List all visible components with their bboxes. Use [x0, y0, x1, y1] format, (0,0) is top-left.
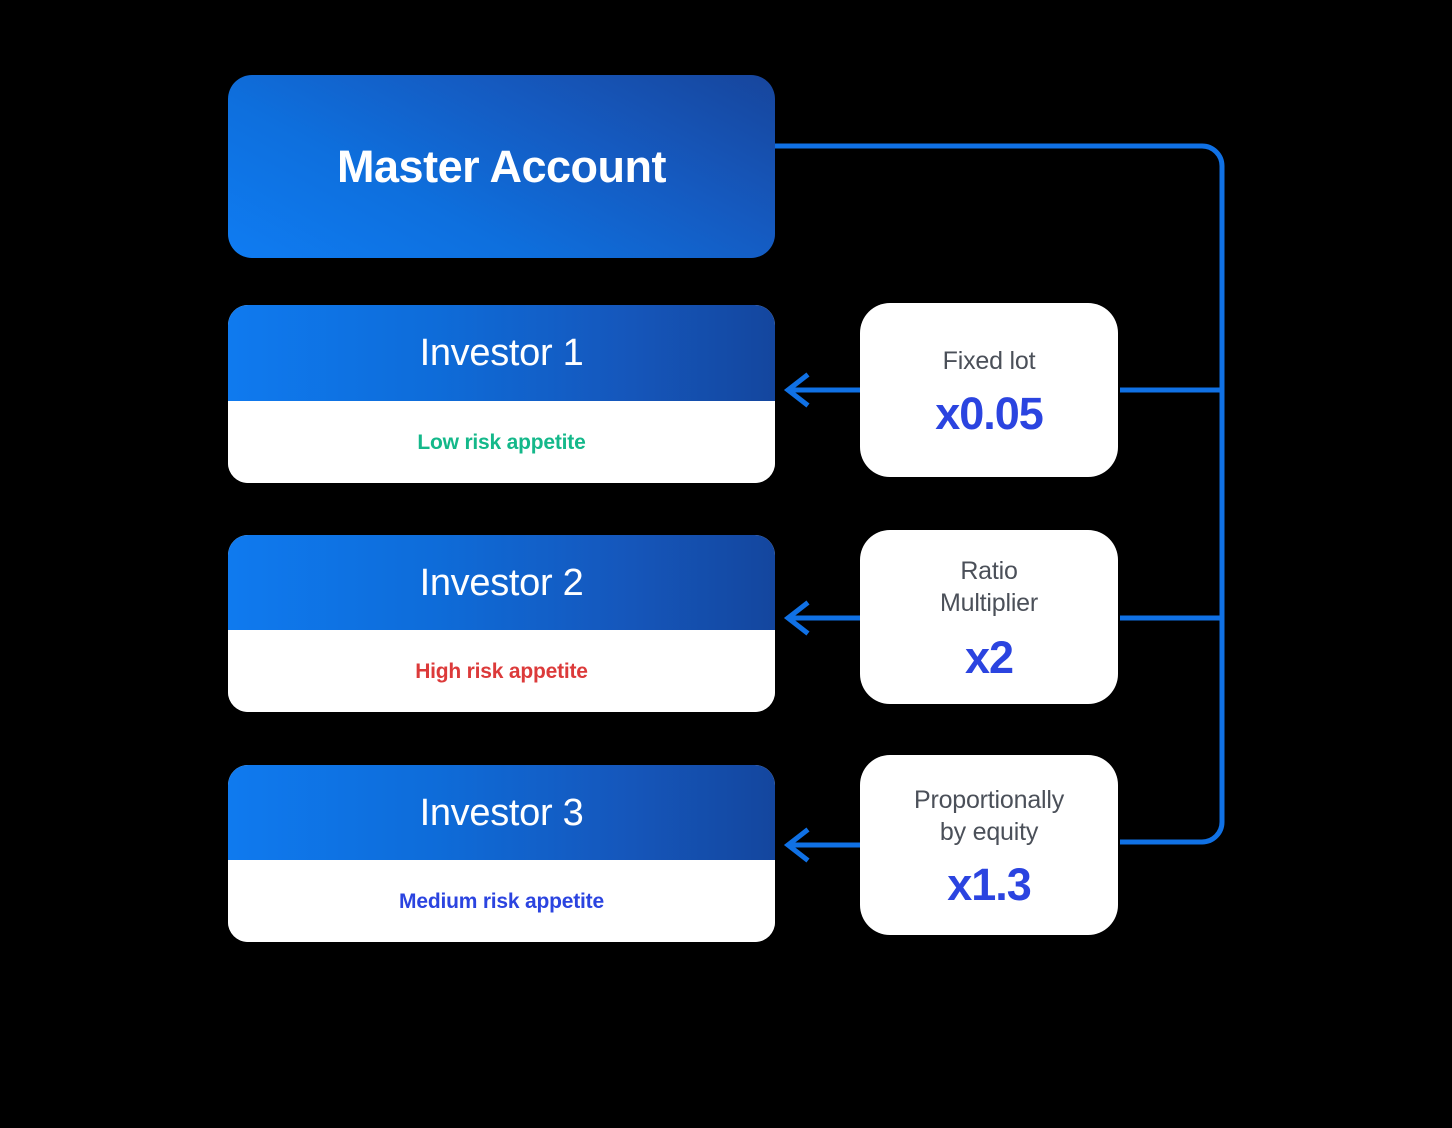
- connector-trunk: [775, 143, 1225, 845]
- investor-card-1-risk-label: Low risk appetite: [417, 430, 586, 454]
- investor-card-2-name: Investor 2: [419, 561, 584, 604]
- rule-badge-ratio-multiplier-label: Ratio Multiplier: [940, 555, 1038, 619]
- investor-card-1-name: Investor 1: [419, 332, 584, 374]
- rule-badge-fixed-lot-value: x0.05: [935, 387, 1044, 439]
- rule-badge-ratio-multiplier-label-line1: Ratio: [960, 556, 1018, 585]
- investor-card-3-header: Investor 3: [228, 765, 775, 860]
- master-account-label: Master Account: [337, 141, 666, 192]
- investor-card-2-body: High risk appetite: [228, 630, 775, 712]
- rule-badge-ratio-multiplier-value: x2: [964, 631, 1014, 683]
- investor-card-2[interactable]: Investor 2 High risk appetite: [228, 535, 775, 712]
- investor-card-2-header: Investor 2: [228, 535, 775, 630]
- investor-card-3[interactable]: Investor 3 Medium risk appetite: [228, 765, 775, 942]
- connector-arrow-investor-1: [783, 372, 861, 408]
- investor-card-1-body: Low risk appetite: [228, 401, 775, 483]
- rule-badge-ratio-multiplier-label-line2: Multiplier: [939, 588, 1039, 617]
- rule-badge-proportional-equity-value: x1.3: [947, 858, 1032, 910]
- connector-arrow-investor-3: [783, 827, 861, 863]
- investor-card-1[interactable]: Investor 1 Low risk appetite: [228, 305, 775, 483]
- investor-card-3-body: Medium risk appetite: [228, 860, 775, 942]
- investor-card-1-header: Investor 1: [228, 305, 775, 401]
- investor-card-3-risk-label: Medium risk appetite: [399, 889, 604, 913]
- rule-badge-ratio-multiplier[interactable]: Ratio Multiplier x2: [860, 530, 1118, 704]
- master-account-card[interactable]: Master Account: [228, 75, 775, 258]
- connector-arrow-investor-2: [783, 600, 861, 636]
- rule-badge-proportional-equity-label-line2: by equity: [939, 817, 1039, 846]
- rule-badge-proportional-equity-label: Proportionally by equity: [914, 784, 1064, 848]
- rule-badge-fixed-lot[interactable]: Fixed lot x0.05: [860, 303, 1118, 477]
- investor-card-2-risk-label: High risk appetite: [415, 659, 588, 683]
- rule-badge-proportional-equity[interactable]: Proportionally by equity x1.3: [860, 755, 1118, 935]
- rule-badge-proportional-equity-label-line1: Proportionally: [913, 785, 1065, 814]
- rule-badge-fixed-lot-label: Fixed lot: [942, 346, 1036, 375]
- investor-card-3-name: Investor 3: [419, 791, 584, 834]
